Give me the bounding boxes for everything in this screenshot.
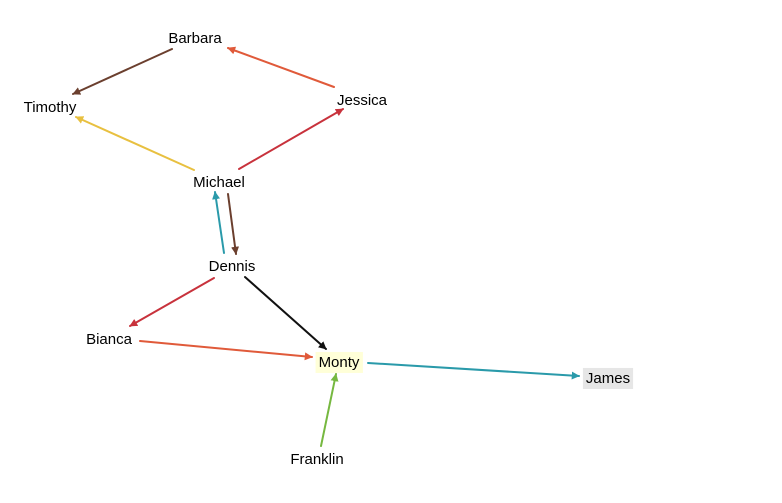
node-dennis[interactable]: Dennis xyxy=(209,258,256,275)
node-label: Dennis xyxy=(209,258,256,275)
node-label: Barbara xyxy=(168,30,222,47)
node-label: Michael xyxy=(193,174,245,191)
node-jessica[interactable]: Jessica xyxy=(337,92,388,109)
edge-dennis-to-bianca xyxy=(129,277,215,327)
node-label: Timothy xyxy=(24,99,77,116)
node-label: Bianca xyxy=(86,331,133,348)
edge-michael-to-jessica xyxy=(238,108,344,170)
node-highlight xyxy=(315,351,363,373)
edge-michael-to-timothy xyxy=(75,116,195,171)
edge-franklin-to-monty xyxy=(320,373,339,447)
node-monty[interactable]: Monty xyxy=(315,351,363,373)
edge-bianca-to-monty xyxy=(139,340,313,361)
edge-jessica-to-barbara xyxy=(227,46,335,88)
node-michael[interactable]: Michael xyxy=(193,174,245,191)
node-timothy[interactable]: Timothy xyxy=(24,99,77,116)
node-barbara[interactable]: Barbara xyxy=(168,30,222,47)
node-label: Jessica xyxy=(337,92,388,109)
node-franklin[interactable]: Franklin xyxy=(290,451,343,468)
edge-barbara-to-timothy xyxy=(72,48,173,95)
edge-monty-to-james xyxy=(367,362,580,380)
edge-dennis-to-michael xyxy=(212,191,225,254)
node-label: Monty xyxy=(319,354,360,371)
edge-dennis-to-monty xyxy=(244,276,327,350)
node-james[interactable]: James xyxy=(582,367,634,389)
edges-layer xyxy=(72,46,580,447)
node-label: James xyxy=(586,370,630,387)
node-bianca[interactable]: Bianca xyxy=(86,331,133,348)
edge-michael-to-dennis xyxy=(227,193,240,255)
node-highlight xyxy=(582,367,634,389)
node-label: Franklin xyxy=(290,451,343,468)
